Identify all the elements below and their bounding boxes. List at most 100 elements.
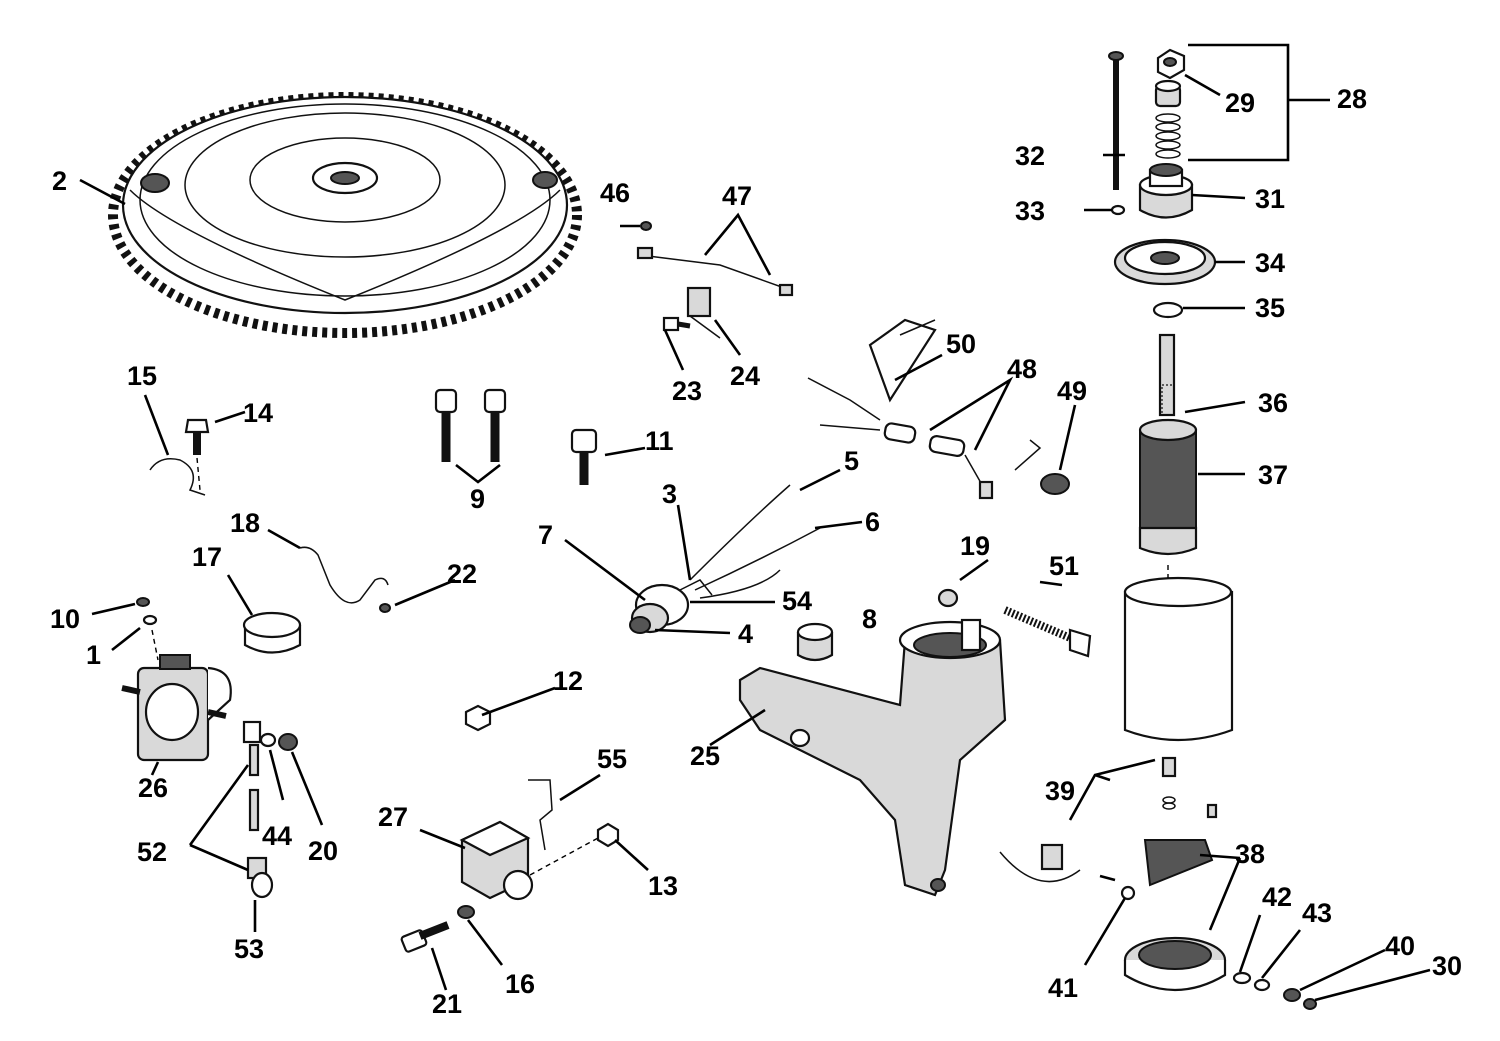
guide-line [529, 837, 599, 876]
label-51: 51 [1049, 551, 1079, 581]
screw-14 [184, 418, 210, 455]
screw-21 [400, 921, 450, 953]
label-41: 41 [1048, 973, 1078, 1003]
bracket-55 [528, 779, 553, 851]
label-35: 35 [1255, 293, 1285, 323]
label-2: 2 [52, 166, 67, 196]
part-number-labels: 2 32 33 29 28 31 34 35 36 37 39 38 42 43… [50, 84, 1462, 1019]
label-11: 11 [645, 426, 674, 456]
screw-39-shaft [1099, 874, 1116, 882]
nut-13 [596, 822, 620, 848]
bolt-51 [1003, 606, 1092, 658]
screw-11 [570, 428, 598, 485]
label-22: 22 [447, 559, 477, 589]
label-27: 27 [378, 802, 408, 832]
label-21: 21 [432, 989, 462, 1019]
label-44: 44 [262, 821, 292, 851]
spring [1155, 113, 1181, 159]
end-cap-34 [1113, 238, 1217, 286]
starter-bracket-25 [738, 618, 1007, 897]
washer-35 [1152, 301, 1184, 319]
grommet-8 [796, 622, 834, 662]
washer-1 [142, 614, 158, 626]
label-32: 32 [1015, 141, 1045, 171]
label-3: 3 [662, 479, 677, 509]
label-50: 50 [946, 329, 976, 359]
label-34: 34 [1255, 248, 1285, 278]
retainer-17 [242, 611, 302, 654]
label-28: 28 [1337, 84, 1367, 114]
cable-49 [1014, 439, 1070, 495]
leader-lines [79, 43, 1431, 1002]
label-7: 7 [538, 520, 553, 550]
washer-43 [1253, 978, 1271, 992]
clip-24 [686, 286, 721, 339]
flywheel [108, 92, 582, 338]
terminal-53 [246, 856, 274, 899]
washer-16 [457, 905, 475, 919]
nut-20 [278, 733, 298, 751]
lockwasher-33 [1110, 204, 1126, 216]
label-38: 38 [1235, 839, 1265, 869]
frame-housing [1123, 565, 1234, 742]
bracket-18 [299, 546, 389, 604]
label-4: 4 [738, 619, 753, 649]
label-40: 40 [1385, 931, 1415, 961]
nut-46 [640, 221, 652, 231]
screw-23 [662, 316, 691, 332]
brush-assembly-39 [999, 756, 1218, 883]
label-37: 37 [1258, 460, 1288, 490]
label-25: 25 [690, 741, 720, 771]
label-13: 13 [648, 871, 678, 901]
cable-48 [819, 422, 994, 500]
armature-36-37 [1138, 333, 1198, 556]
label-18: 18 [230, 508, 260, 538]
nut-29 [1156, 48, 1186, 80]
screw-41 [1120, 885, 1136, 901]
label-14: 14 [243, 398, 273, 428]
label-15: 15 [127, 361, 157, 391]
label-30: 30 [1432, 951, 1462, 981]
label-23: 23 [672, 376, 702, 406]
through-bolt-32 [1108, 51, 1124, 190]
label-8: 8 [862, 604, 877, 634]
screws-9 [434, 388, 507, 462]
label-43: 43 [1302, 898, 1332, 928]
relay-27 [459, 820, 534, 901]
label-16: 16 [505, 969, 535, 999]
label-19: 19 [960, 531, 990, 561]
stop-collar [1154, 79, 1182, 108]
label-46: 46 [600, 178, 630, 208]
label-42: 42 [1262, 882, 1292, 912]
nut-40 [1283, 988, 1301, 1002]
screw-22 [379, 603, 391, 613]
label-36: 36 [1258, 388, 1288, 418]
label-24: 24 [730, 361, 760, 391]
label-17: 17 [192, 542, 222, 572]
label-53: 53 [234, 934, 264, 964]
label-48: 48 [1007, 354, 1037, 384]
label-47: 47 [722, 181, 752, 211]
cable-52 [242, 720, 262, 832]
lockwasher-42 [1232, 971, 1252, 985]
leads-47 [636, 246, 794, 297]
brush-holder-38 [1123, 839, 1227, 991]
label-29: 29 [1225, 88, 1255, 118]
label-12: 12 [553, 666, 583, 696]
nut-30 [1303, 998, 1317, 1010]
label-9: 9 [470, 484, 485, 514]
label-39: 39 [1045, 776, 1075, 806]
label-33: 33 [1015, 196, 1045, 226]
drive-pinion-31 [1138, 163, 1194, 219]
lockwasher-44 [259, 732, 277, 748]
clamp-15 [149, 458, 206, 496]
label-20: 20 [308, 836, 338, 866]
guide-line [196, 457, 201, 491]
label-49: 49 [1057, 376, 1087, 406]
cable-50 [807, 318, 937, 421]
label-1: 1 [86, 640, 101, 670]
label-55: 55 [597, 744, 627, 774]
label-6: 6 [865, 507, 880, 537]
label-31: 31 [1255, 184, 1285, 214]
